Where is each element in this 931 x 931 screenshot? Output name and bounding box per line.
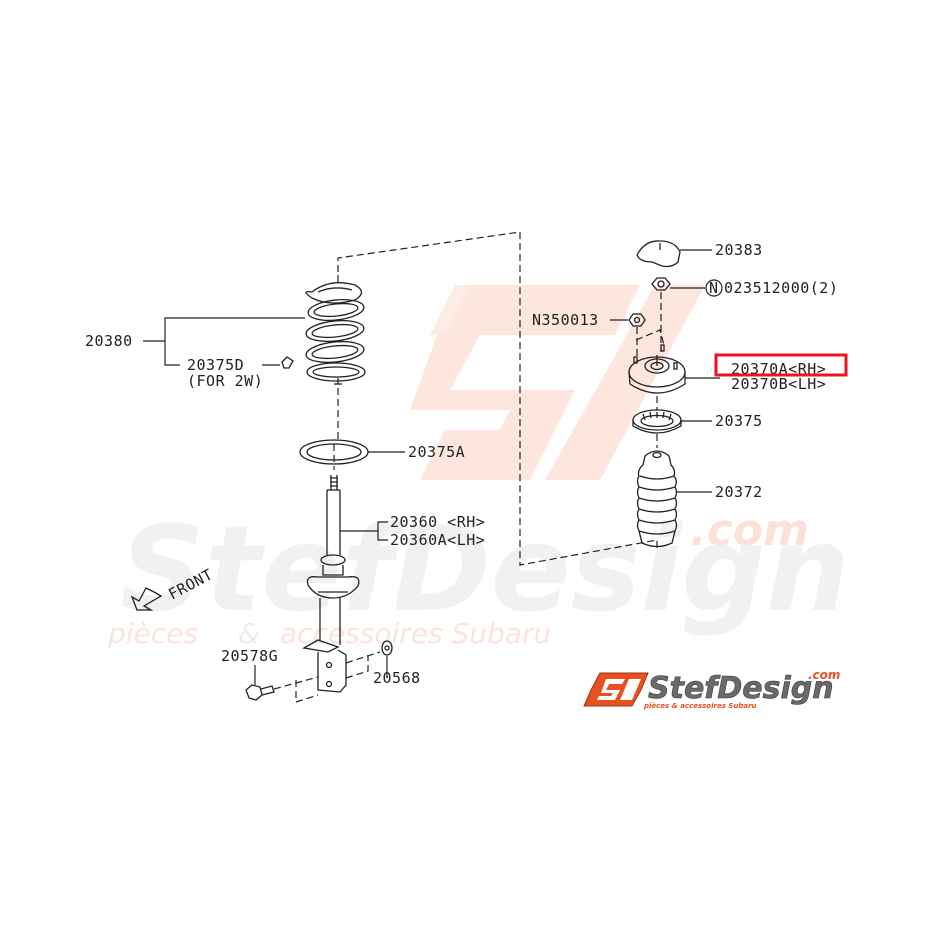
watermark: StefDesign .com pièces & accessoires Sub… [107,285,850,650]
label-for-2w: (FOR 2W) [187,372,263,390]
label-20370B[interactable]: 20370B<LH> [731,375,826,393]
label-20578G[interactable]: 20578G [221,647,278,665]
bolt-assembly-bracket [295,655,369,703]
logo-brand: StefDesign [648,671,834,706]
n-circle-icon: N [705,279,723,297]
label-20380[interactable]: 20380 [85,332,133,350]
label-20372[interactable]: 20372 [715,483,763,501]
logo-tagline: pièces & accessoires Subaru [643,702,757,710]
stefdesign-logo: StefDesign .com pièces & accessoires Sub… [583,668,840,710]
part-N350013-nut[interactable] [610,313,665,358]
logo-sj-monogram [583,672,649,707]
label-N350013[interactable]: N350013 [532,311,599,329]
label-20568[interactable]: 20568 [373,669,421,687]
watermark-brand: StefDesign [120,500,850,638]
watermark-tagline-amp: & [238,617,260,650]
label-20375D[interactable]: 20375D [187,356,244,374]
part-20380-coil-spring[interactable] [305,282,366,440]
watermark-domain: .com [690,505,809,556]
watermark-sj-monogram [410,285,705,480]
part-20375-spring-seat[interactable] [632,409,712,448]
label-20360[interactable]: 20360 <RH> [390,513,485,531]
part-20375A-rubber-seat[interactable] [299,439,405,470]
label-20375[interactable]: 20375 [715,412,763,430]
label-20375A[interactable]: 20375A [408,443,465,461]
part-20360-strut[interactable] [302,475,360,693]
part-20370-strut-mount[interactable] [628,344,720,410]
label-023512000[interactable]: 023512000(2) [724,279,838,297]
part-20375D-plug[interactable] [262,356,294,369]
bracket-20360 [340,521,388,541]
label-20383[interactable]: 20383 [715,241,763,259]
svg-text:N: N [709,279,719,297]
front-arrow-icon [130,587,163,611]
part-20568-nut[interactable] [345,640,393,677]
part-023512000-nut[interactable] [651,277,705,352]
label-20360A[interactable]: 20360A<LH> [390,531,485,549]
watermark-tagline-left: pièces [107,617,198,650]
part-20383-cap[interactable] [636,240,712,268]
watermark-tagline-right: accessoires Subaru [280,617,551,650]
part-20372-bump-stop[interactable] [636,450,713,548]
bracket-20380 [143,317,305,366]
part-20578G-bolt[interactable] [245,665,319,701]
logo-domain: .com [808,668,840,682]
highlight-box-20370A [714,353,848,377]
assembly-outline [337,231,658,566]
